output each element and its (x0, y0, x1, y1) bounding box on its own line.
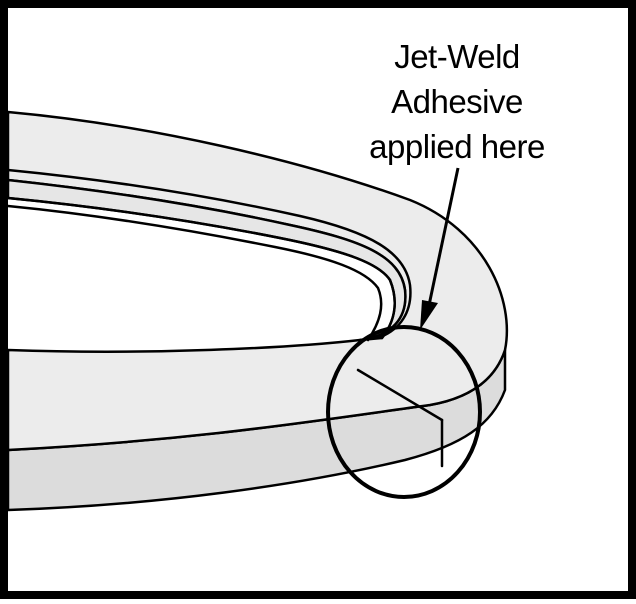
highlight-circle (326, 325, 482, 499)
groove-line-bottom (6, 204, 383, 342)
groove-line-mid (6, 196, 396, 340)
groove-line-top (6, 168, 412, 340)
joint-seam-top (356, 368, 444, 422)
callout-line-1: Jet-Weld (394, 38, 520, 75)
callout-line-2: Adhesive (391, 83, 523, 120)
pointer-arrow (420, 167, 460, 330)
callout-label: Jet-Weld Adhesive applied here (342, 34, 572, 169)
callout-line-3: applied here (369, 128, 545, 165)
